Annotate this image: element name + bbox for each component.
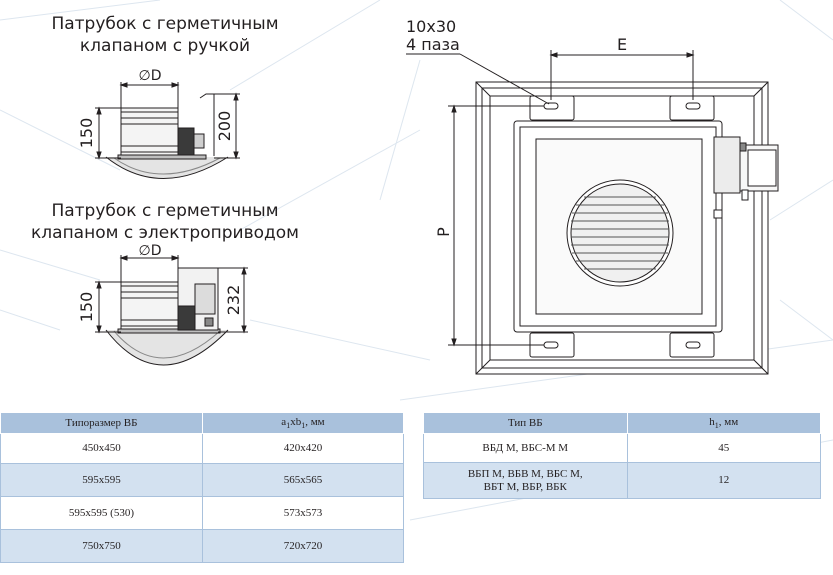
- header-h: h1, мм: [626, 412, 821, 434]
- dim-200: 200: [215, 111, 234, 142]
- dim-e: E: [617, 35, 627, 54]
- caption-electro-line2: клапаном с электроприводом: [31, 223, 299, 243]
- types-table: Тип ВБ h1, мм ВБД М, ВБС-М М 45 ВБП М, В…: [423, 412, 821, 499]
- types-table-header: Тип ВБ h1, мм: [423, 412, 821, 434]
- size-cell: 595x595: [0, 463, 203, 497]
- header-type: Тип ВБ: [423, 412, 628, 434]
- header-size: Типоразмер ВБ: [0, 412, 203, 434]
- table-row: 595x595 (530) 573x573: [0, 496, 405, 530]
- table-row: 595x595 565x565: [0, 463, 405, 497]
- caption-electro-line1: Патрубок с герметичным: [51, 201, 279, 221]
- header-dim-x: xb: [290, 415, 302, 428]
- type-line1: ВБП М, ВБВ М, ВБС М,: [467, 467, 583, 480]
- size-cell: 450x450: [0, 433, 203, 464]
- dim-150-2: 150: [77, 292, 96, 323]
- header-dim-a: a: [281, 415, 287, 428]
- table-row: ВБД М, ВБС-М М 45: [423, 433, 821, 463]
- front-view-drawing: [406, 50, 779, 375]
- dim-slot-size: 10x30: [406, 17, 456, 36]
- electro-damper-drawing: [95, 255, 248, 366]
- dim-p: P: [434, 227, 453, 237]
- caption-electro-damper: Патрубок с герметичным клапаном с электр…: [30, 200, 300, 244]
- dim-cell: 565x565: [201, 463, 405, 497]
- table-row: 750x750 720x720: [0, 529, 405, 563]
- handle-damper-drawing: [95, 82, 240, 179]
- size-cell: 750x750: [0, 529, 203, 563]
- table-row: 450x450 420x420: [0, 433, 405, 464]
- header-h-letter: h: [709, 415, 715, 428]
- caption-handle-line2: клапаном с ручкой: [79, 36, 251, 56]
- header-dim-unit: , мм: [305, 415, 325, 428]
- header-h-sub: 1: [714, 421, 719, 431]
- type-cell: ВБД М, ВБС-М М: [423, 433, 628, 463]
- sizes-table: Типоразмер ВБ a1xb1, мм 450x450 420x420 …: [0, 412, 405, 563]
- table-row: ВБП М, ВБВ М, ВБС М, ВБТ М, ВБР, ВБК 12: [423, 462, 821, 499]
- header-h-unit: , мм: [718, 415, 739, 428]
- dim-232: 232: [224, 285, 243, 316]
- size-cell: 595x595 (530): [0, 496, 203, 530]
- caption-handle-damper: Патрубок с герметичным клапаном с ручкой: [45, 13, 285, 57]
- dim-cell: 573x573: [201, 496, 405, 530]
- header-dim-sub2: 1: [301, 421, 306, 431]
- dim-cell: 720x720: [201, 529, 405, 563]
- dim-diameter-1: ∅D: [139, 68, 162, 84]
- caption-handle-line1: Патрубок с герметичным: [51, 14, 279, 34]
- sizes-table-header: Типоразмер ВБ a1xb1, мм: [0, 412, 405, 434]
- h-cell: 45: [626, 433, 821, 463]
- h-cell: 12: [626, 462, 821, 499]
- dim-diameter-2: ∅D: [139, 243, 162, 259]
- dim-cell: 420x420: [201, 433, 405, 464]
- type-cell: ВБП М, ВБВ М, ВБС М, ВБТ М, ВБР, ВБК: [423, 462, 628, 499]
- type-line2: ВБТ М, ВБР, ВБК: [483, 480, 567, 493]
- dim-slot-count: 4 паза: [406, 35, 460, 54]
- dim-150-1: 150: [77, 118, 96, 149]
- header-dim: a1xb1, мм: [201, 412, 405, 434]
- header-dim-sub1: 1: [286, 421, 291, 431]
